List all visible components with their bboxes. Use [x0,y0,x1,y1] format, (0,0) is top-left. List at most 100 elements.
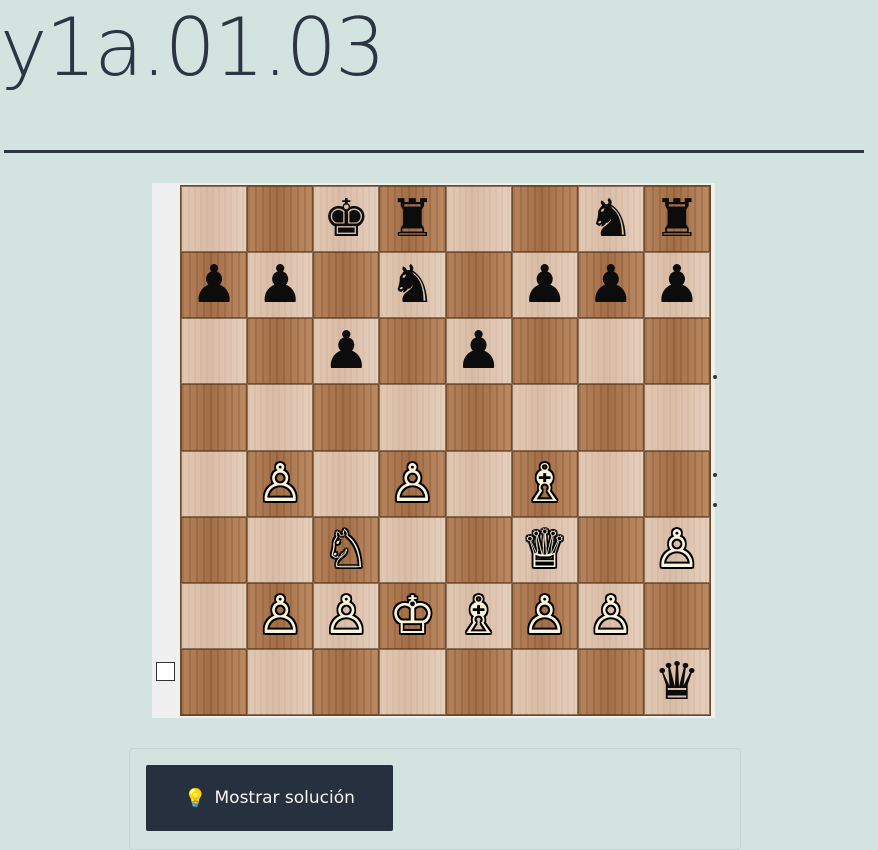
square-b2[interactable]: ♙ [247,582,314,649]
square-b4[interactable]: ♙ [247,450,314,517]
piece-c8[interactable]: ♚ [323,189,370,250]
title-divider [4,150,864,153]
square-d8[interactable]: ♜ [379,186,446,253]
piece-f3[interactable]: ♕ [521,519,568,580]
square-g7[interactable]: ♟ [577,252,644,319]
square-f7[interactable]: ♟ [511,252,578,319]
square-a1[interactable] [181,648,248,715]
square-a7[interactable]: ♟ [181,252,248,319]
edge-marker [713,375,717,379]
square-d1[interactable] [379,648,446,715]
show-solution-button[interactable]: 💡 Mostrar solución [146,765,393,831]
square-a2[interactable] [181,582,248,649]
square-b3[interactable] [247,516,314,583]
square-a5[interactable] [181,384,248,451]
piece-f7[interactable]: ♟ [521,255,568,316]
square-g5[interactable] [577,384,644,451]
piece-d4[interactable]: ♙ [389,453,436,514]
square-e7[interactable] [445,252,512,319]
chessboard[interactable]: ♚♜♞♜♟♟♞♟♟♟♟♟♙♙♗♘♕♙♙♙♔♗♙♙♛ [180,185,711,716]
square-b5[interactable] [247,384,314,451]
square-f4[interactable]: ♗ [511,450,578,517]
square-h1[interactable]: ♛ [643,648,710,715]
piece-c6[interactable]: ♟ [323,321,370,382]
square-b6[interactable] [247,318,314,385]
square-a3[interactable] [181,516,248,583]
square-d4[interactable]: ♙ [379,450,446,517]
square-g3[interactable] [577,516,644,583]
piece-d8[interactable]: ♜ [389,189,436,250]
piece-h3[interactable]: ♙ [653,519,701,580]
square-d3[interactable] [379,516,446,583]
square-b8[interactable] [247,186,314,253]
square-h6[interactable] [643,318,710,385]
square-c6[interactable]: ♟ [313,318,380,385]
square-d5[interactable] [379,384,446,451]
square-a8[interactable] [181,186,248,253]
square-d2[interactable]: ♔ [379,582,446,649]
piece-d2[interactable]: ♔ [389,585,436,646]
piece-d7[interactable]: ♞ [389,255,436,316]
piece-g8[interactable]: ♞ [587,189,635,250]
square-e1[interactable] [445,648,512,715]
square-f5[interactable] [511,384,578,451]
solution-card: 💡 Mostrar solución [129,748,741,850]
piece-h8[interactable]: ♜ [653,189,701,250]
square-g4[interactable] [577,450,644,517]
lightbulb-icon: 💡 [184,787,207,809]
piece-c2[interactable]: ♙ [323,585,370,646]
square-f2[interactable]: ♙ [511,582,578,649]
square-e4[interactable] [445,450,512,517]
square-b7[interactable]: ♟ [247,252,314,319]
square-c2[interactable]: ♙ [313,582,380,649]
piece-g7[interactable]: ♟ [587,255,635,316]
square-e8[interactable] [445,186,512,253]
square-g2[interactable]: ♙ [577,582,644,649]
edge-marker [713,503,717,507]
square-d6[interactable] [379,318,446,385]
square-c5[interactable] [313,384,380,451]
square-c7[interactable] [313,252,380,319]
piece-e6[interactable]: ♟ [455,321,502,382]
piece-f4[interactable]: ♗ [521,453,568,514]
square-a4[interactable] [181,450,248,517]
piece-f2[interactable]: ♙ [521,585,568,646]
piece-b4[interactable]: ♙ [256,453,304,514]
square-c8[interactable]: ♚ [313,186,380,253]
square-d7[interactable]: ♞ [379,252,446,319]
square-c4[interactable] [313,450,380,517]
square-h3[interactable]: ♙ [643,516,710,583]
piece-h7[interactable]: ♟ [653,255,701,316]
square-f1[interactable] [511,648,578,715]
square-f6[interactable] [511,318,578,385]
square-h5[interactable] [643,384,710,451]
square-h2[interactable] [643,582,710,649]
square-a6[interactable] [181,318,248,385]
square-h7[interactable]: ♟ [643,252,710,319]
page-title: y1a.01.03 [0,1,386,94]
piece-e2[interactable]: ♗ [455,585,502,646]
square-c1[interactable] [313,648,380,715]
piece-c3[interactable]: ♘ [323,519,370,580]
piece-g2[interactable]: ♙ [587,585,635,646]
piece-b2[interactable]: ♙ [256,585,304,646]
square-f3[interactable]: ♕ [511,516,578,583]
square-f8[interactable] [511,186,578,253]
square-g6[interactable] [577,318,644,385]
piece-h1[interactable]: ♛ [653,651,701,712]
square-e3[interactable] [445,516,512,583]
square-g1[interactable] [577,648,644,715]
square-e5[interactable] [445,384,512,451]
square-h8[interactable]: ♜ [643,186,710,253]
square-e2[interactable]: ♗ [445,582,512,649]
board-checkbox[interactable] [156,662,175,681]
square-c3[interactable]: ♘ [313,516,380,583]
square-e6[interactable]: ♟ [445,318,512,385]
square-h4[interactable] [643,450,710,517]
piece-b7[interactable]: ♟ [256,255,304,316]
edge-marker [713,473,717,477]
piece-a7[interactable]: ♟ [190,255,238,316]
square-b1[interactable] [247,648,314,715]
square-g8[interactable]: ♞ [577,186,644,253]
show-solution-label: Mostrar solución [214,788,355,808]
